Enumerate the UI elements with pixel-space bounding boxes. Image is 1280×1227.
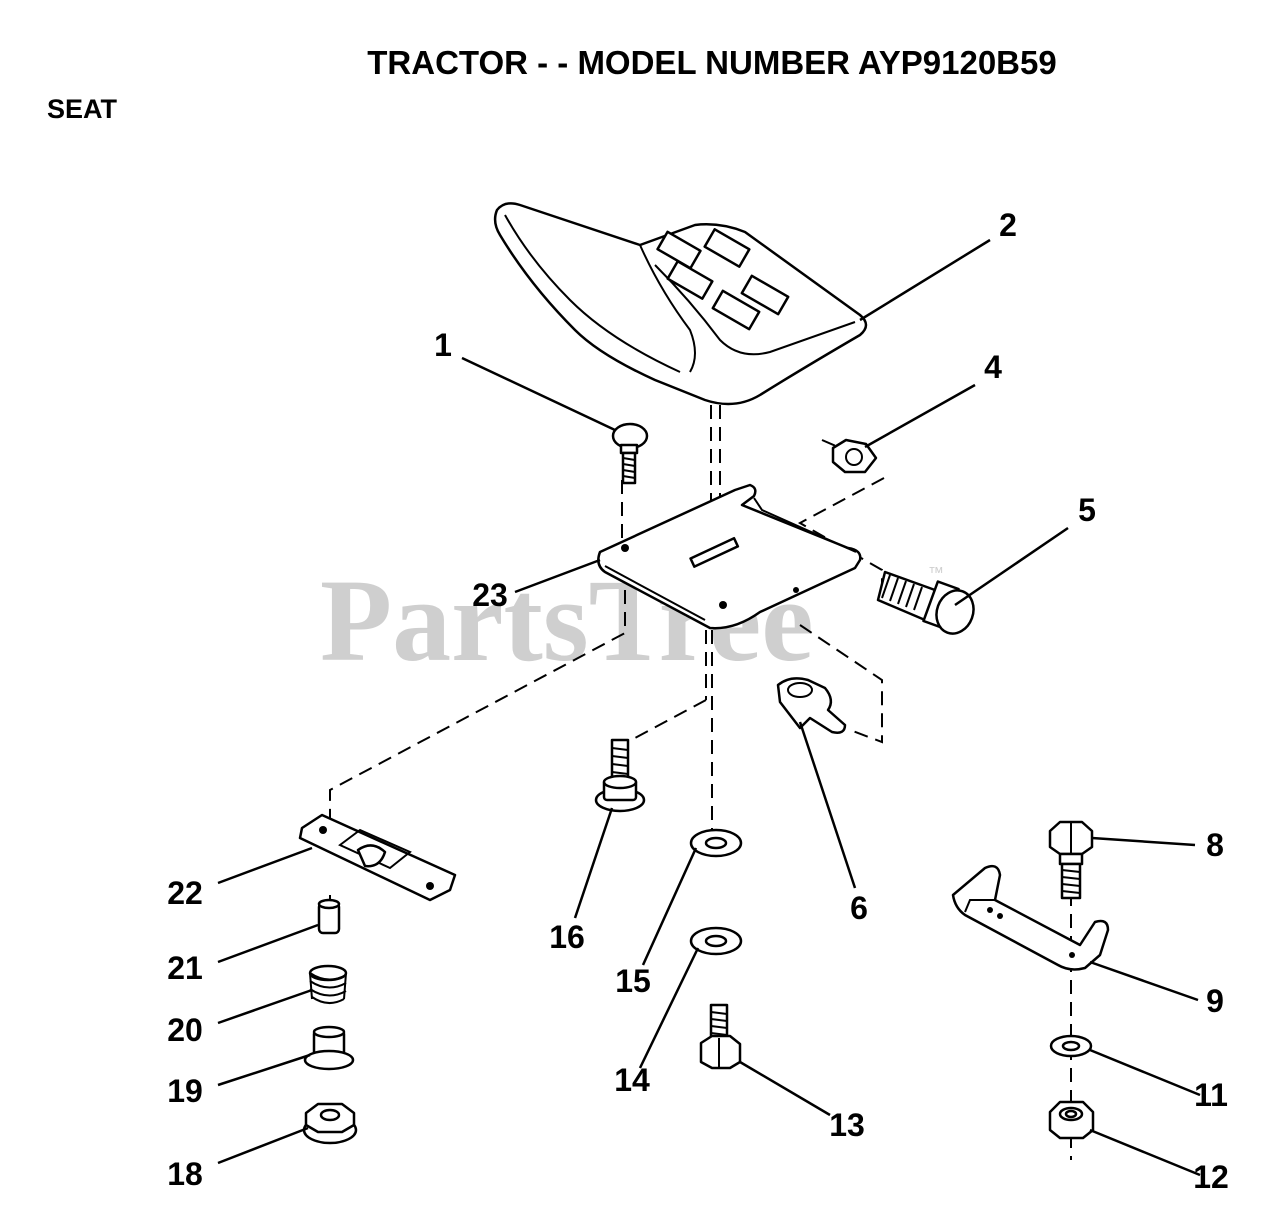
seat-pan-part[interactable] [597, 483, 862, 630]
callout-18: 18 [167, 1156, 203, 1192]
clip-part[interactable] [776, 677, 847, 734]
seat-part[interactable] [493, 202, 868, 406]
carriage-bolt-part[interactable] [611, 422, 649, 485]
callout-23: 23 [472, 577, 508, 613]
callout-12: 12 [1193, 1159, 1229, 1195]
lock-nut-part-18[interactable] [302, 1102, 358, 1145]
callout-11: 11 [1194, 1077, 1228, 1113]
callout-16: 16 [549, 919, 585, 955]
callout-14: 14 [614, 1062, 650, 1098]
callout-9: 9 [1206, 983, 1224, 1019]
callout-8: 8 [1206, 827, 1224, 863]
watermark-trademark: ™ [928, 565, 944, 582]
latch-plate-part[interactable] [298, 813, 457, 902]
washer-part-14[interactable] [689, 926, 743, 956]
callout-1: 1 [434, 327, 452, 363]
callout-6: 6 [850, 890, 868, 926]
pin-part[interactable] [317, 898, 341, 935]
spring-part[interactable] [308, 964, 348, 1004]
callout-labels: 2 1 4 5 23 6 8 9 11 12 13 14 15 16 22 21… [167, 207, 1229, 1195]
lock-nut-part-12[interactable] [1048, 1100, 1095, 1140]
hex-bolt-part-8[interactable] [1048, 820, 1094, 900]
washer-part-15[interactable] [689, 828, 743, 858]
flange-bolt-part[interactable] [594, 738, 646, 813]
leader-lines [217, 238, 1201, 1177]
shoulder-bolt-part[interactable] [876, 570, 979, 639]
callout-13: 13 [829, 1107, 865, 1143]
callout-21: 21 [167, 950, 203, 986]
callout-19: 19 [167, 1073, 203, 1109]
hex-bolt-part-13[interactable] [699, 1003, 742, 1070]
section-label: SEAT [47, 94, 118, 124]
callout-20: 20 [167, 1012, 203, 1048]
diagram-title: TRACTOR - - MODEL NUMBER AYP9120B59 [367, 44, 1056, 81]
callout-5: 5 [1078, 492, 1096, 528]
hex-nut-part[interactable] [831, 438, 878, 474]
callout-4: 4 [984, 349, 1002, 385]
callout-15: 15 [615, 963, 651, 999]
callout-2: 2 [999, 207, 1017, 243]
bracket-part[interactable] [951, 864, 1110, 971]
washer-part-11[interactable] [1049, 1034, 1093, 1058]
flange-nut-part-19[interactable] [303, 1025, 355, 1071]
callout-22: 22 [167, 875, 203, 911]
